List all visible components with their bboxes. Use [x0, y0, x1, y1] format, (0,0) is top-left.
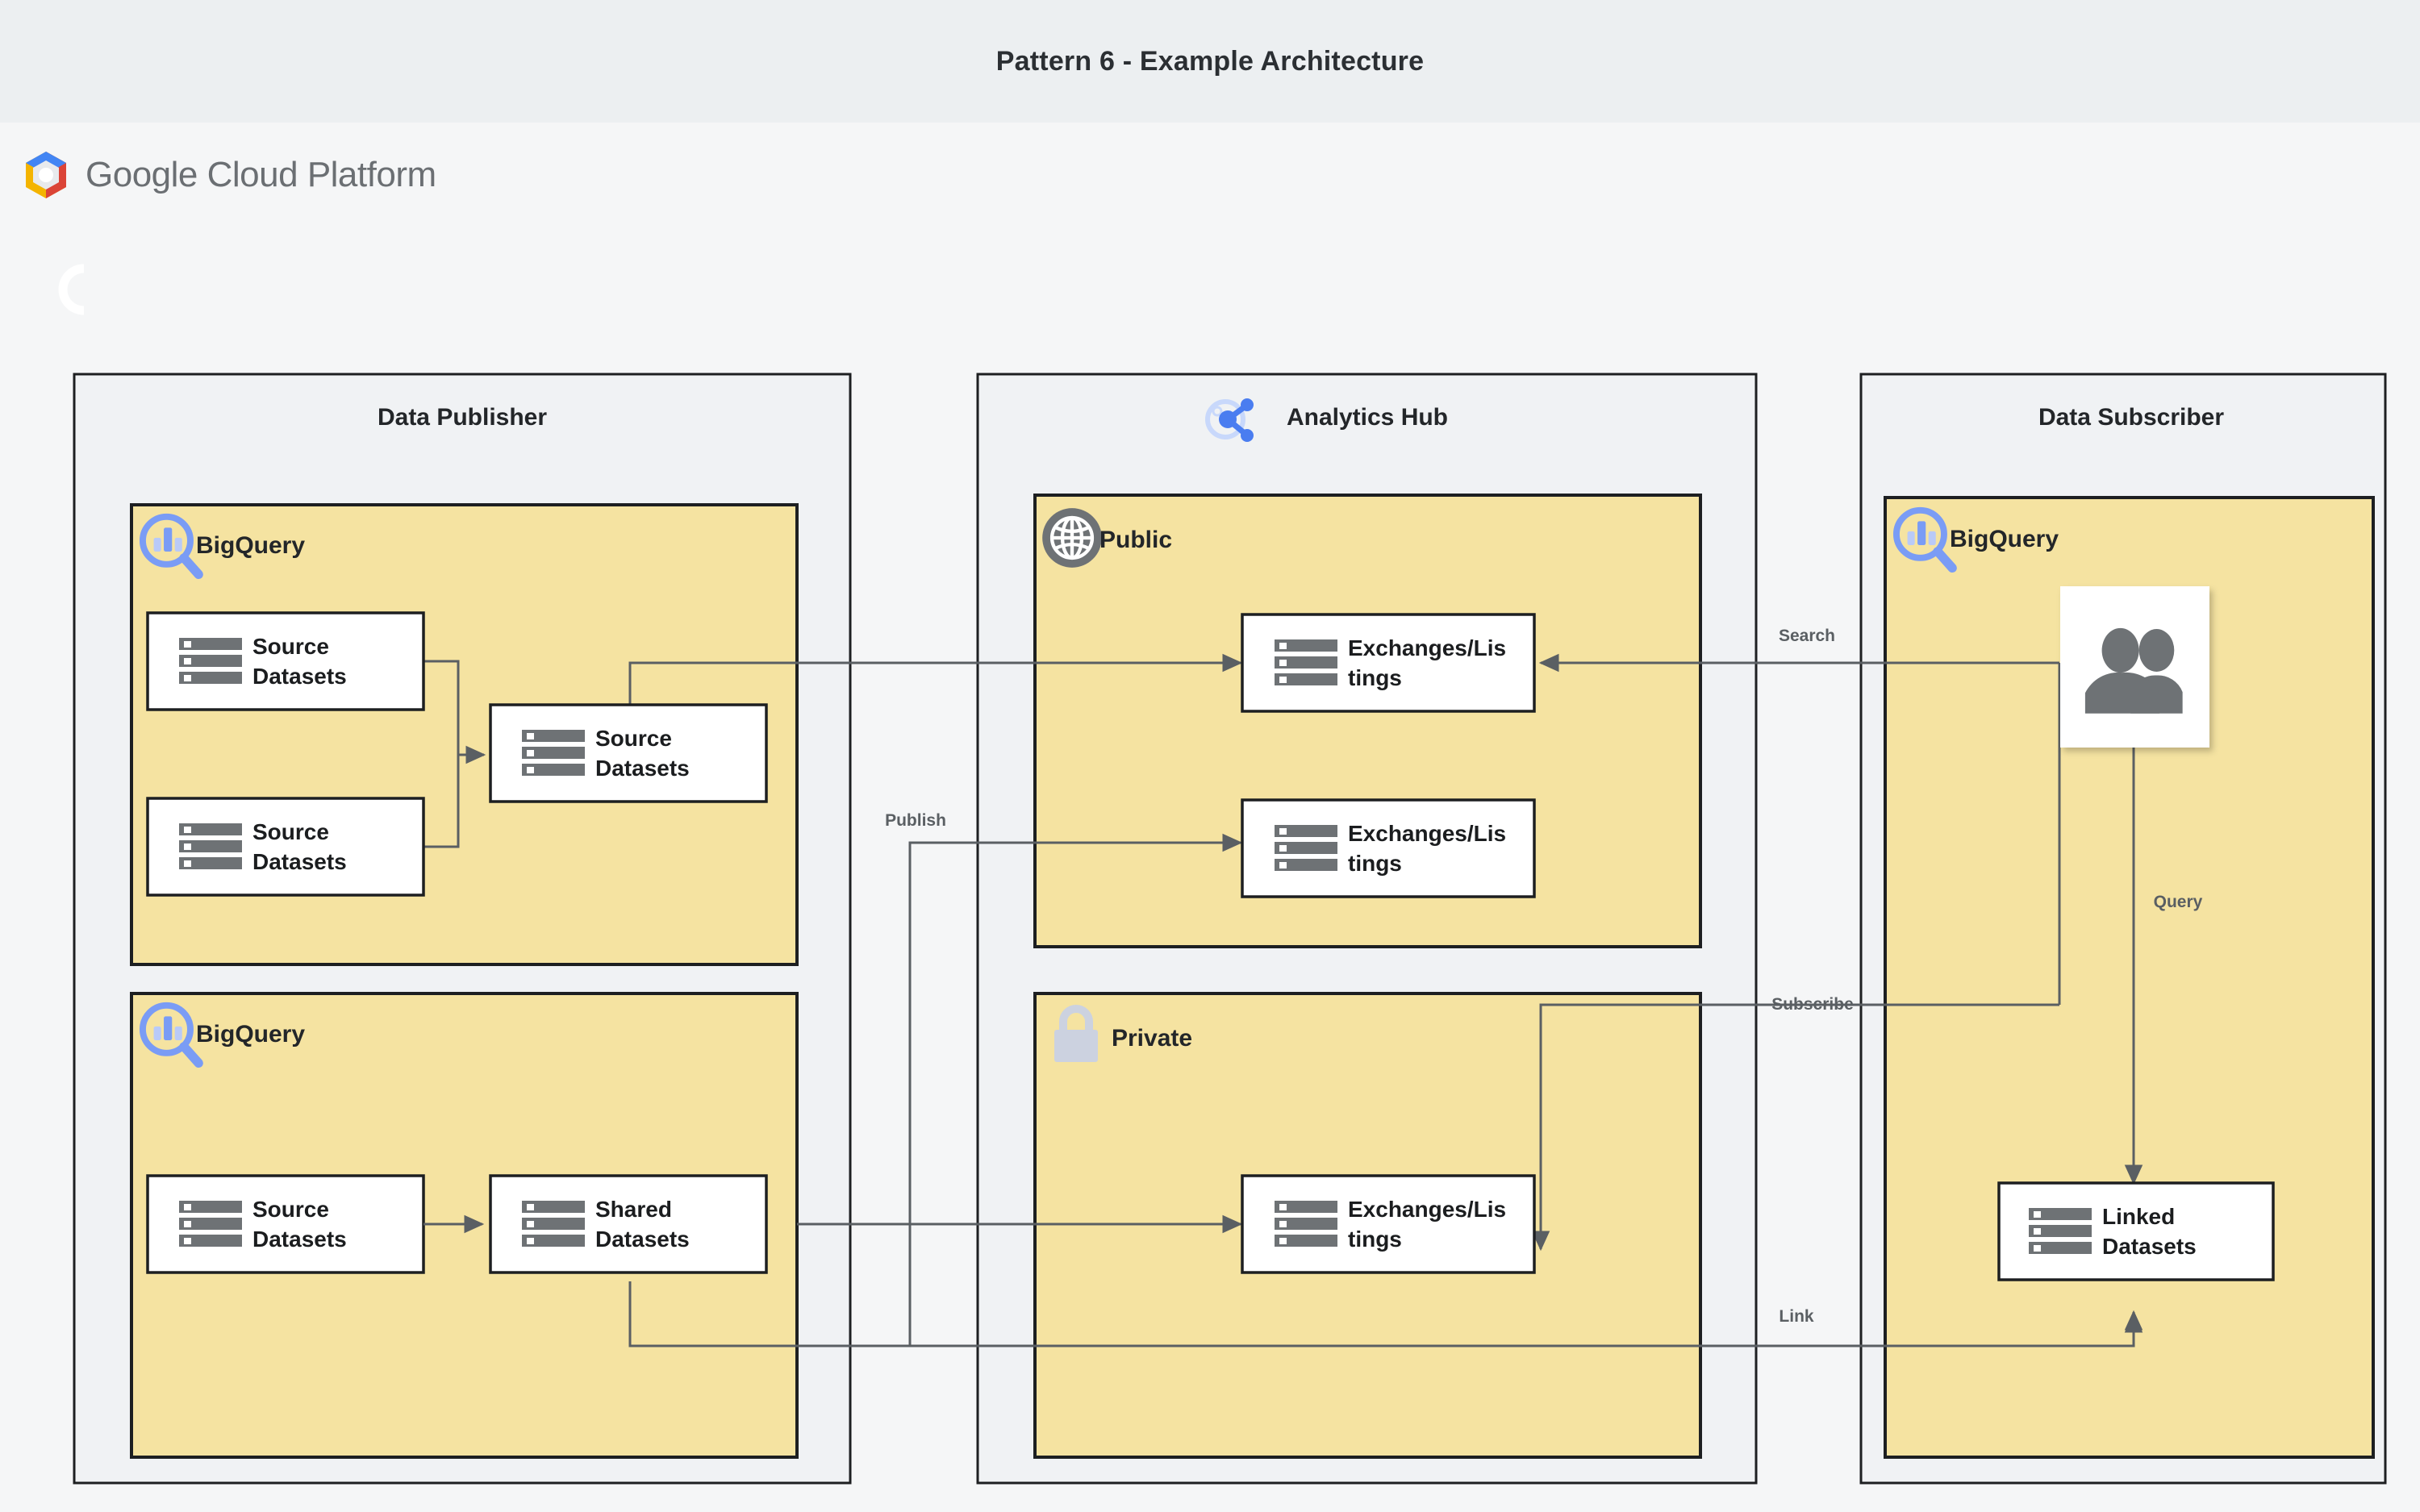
diagram-canvas: Google Cloud Platform: [0, 123, 2420, 1512]
page-title: Pattern 6 - Example Architecture: [995, 45, 1425, 77]
node-label-line2: Datasets: [595, 756, 690, 781]
node-exchanges-listings-public-1[interactable]: Exchanges/Lis tings: [1241, 613, 1536, 713]
zone-label-hub-public: Public: [1099, 527, 1172, 553]
zone-label-publisher-bigquery-top: BigQuery: [196, 532, 305, 559]
datasets-icon: [522, 1201, 585, 1247]
node-label-line2: Datasets: [252, 849, 347, 874]
datasets-icon: [522, 730, 585, 776]
node-source-datasets-mid[interactable]: Source Datasets: [489, 703, 768, 803]
datasets-icon: [1275, 1201, 1337, 1247]
node-subscriber-users[interactable]: [2060, 586, 2209, 748]
globe-icon: [1042, 508, 1102, 568]
node-source-datasets-1[interactable]: Source Datasets: [146, 611, 425, 711]
node-label-line2: Datasets: [252, 664, 347, 689]
datasets-icon: [179, 638, 242, 684]
edge-label-subscribe: Subscribe: [1771, 995, 1854, 1014]
title-bar: Pattern 6 - Example Architecture: [0, 0, 2420, 123]
node-label-line1: Source: [252, 819, 329, 844]
edge-source1-to-mid: [424, 660, 460, 755]
node-exchanges-listings-public-2[interactable]: Exchanges/Lis tings: [1241, 798, 1536, 898]
edge-label-search: Search: [1779, 627, 1835, 645]
datasets-icon: [2029, 1208, 2092, 1254]
node-exchanges-listings-private-1[interactable]: Exchanges/Lis tings: [1241, 1174, 1536, 1274]
node-label-line2: tings: [1348, 1227, 1402, 1252]
node-label-line1: Shared: [595, 1197, 672, 1222]
datasets-icon: [179, 823, 242, 869]
node-label-line1: Exchanges/Lis: [1348, 821, 1506, 846]
node-label-line1: Exchanges/Lis: [1348, 1197, 1506, 1222]
edge-label-link: Link: [1779, 1307, 1813, 1326]
logo-word-cloud-platform: Cloud Platform: [207, 155, 437, 194]
logo-wordmark: Google Cloud Platform: [86, 155, 436, 195]
zone-label-subscriber-bigquery: BigQuery: [1950, 526, 2059, 552]
logo-word-google: Google: [86, 155, 198, 194]
node-label-line1: Source: [252, 634, 329, 659]
google-cloud-hexagon-icon: [26, 152, 66, 198]
section-label-data-publisher: Data Publisher: [378, 404, 547, 431]
node-linked-datasets[interactable]: Linked Datasets: [1997, 1181, 2275, 1281]
node-label-line1: Exchanges/Lis: [1348, 635, 1506, 660]
node-label-line2: Datasets: [252, 1227, 347, 1252]
node-source-datasets-2[interactable]: Source Datasets: [146, 797, 425, 897]
edge-publish-to-public-listing-2: [908, 833, 1243, 1346]
node-label-line2: tings: [1348, 851, 1402, 876]
zone-label-publisher-bigquery-bottom: BigQuery: [196, 1021, 305, 1048]
node-label-line2: Datasets: [595, 1227, 690, 1252]
architecture-diagram: Data Publisher Analytics Hub Data Subscr…: [58, 264, 2387, 1485]
edge-publish-to-public-listing-1: [628, 653, 1243, 708]
node-label-line1: Source: [252, 1197, 329, 1222]
edge-source2-to-mid: [424, 755, 460, 848]
datasets-icon: [1275, 639, 1337, 685]
node-label-line1: Source: [595, 726, 672, 751]
section-label-analytics-hub: Analytics Hub: [1287, 404, 1448, 431]
node-label-line2: tings: [1348, 665, 1402, 690]
edge-label-publish: Publish: [885, 811, 946, 830]
google-cloud-platform-logo: Google Cloud Platform: [23, 150, 436, 200]
zone-label-hub-private: Private: [1112, 1025, 1192, 1052]
node-label-line2: Datasets: [2102, 1234, 2197, 1259]
section-label-data-subscriber: Data Subscriber: [2038, 404, 2224, 431]
node-source-datasets-3[interactable]: Source Datasets: [146, 1174, 425, 1274]
node-shared-datasets[interactable]: Shared Datasets: [489, 1174, 768, 1274]
datasets-icon: [179, 1201, 242, 1247]
decorative-arc: [58, 264, 85, 315]
edge-label-query: Query: [2154, 893, 2203, 911]
datasets-icon: [1275, 825, 1337, 871]
node-label-line1: Linked: [2102, 1204, 2175, 1229]
edge-subscribe-to-private-listing: [1531, 1003, 2059, 1252]
